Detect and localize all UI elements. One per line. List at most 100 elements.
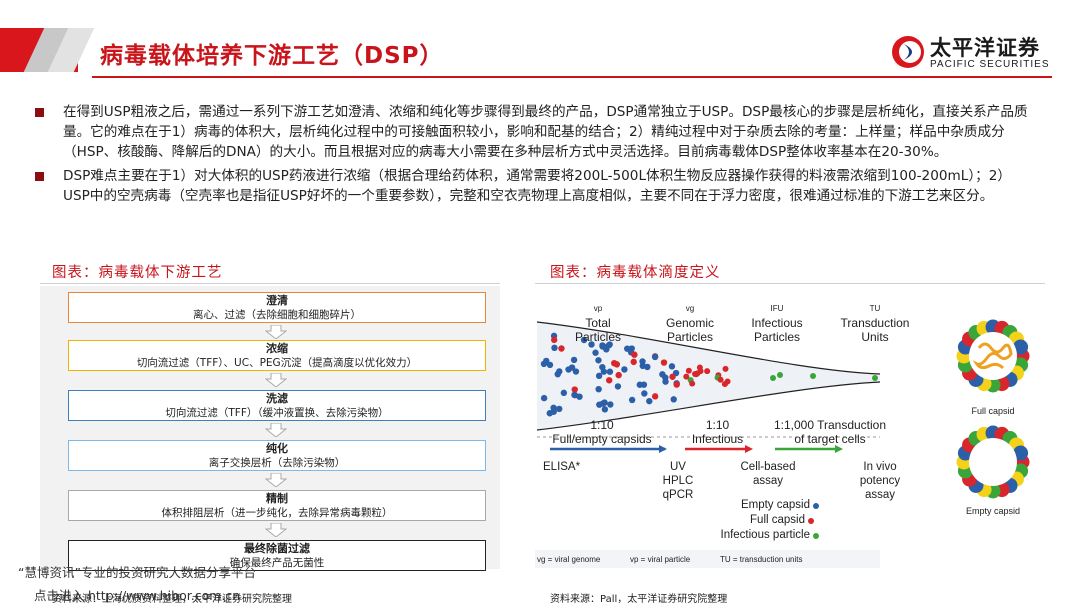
empty-capsid-illustration <box>956 425 1030 499</box>
right-panel-source: 资料来源：Pall，太平洋证券研究院整理 <box>550 594 728 605</box>
particle-dot <box>592 349 599 356</box>
bullet-item: 在得到USP粗液之后，需通过一系列下游工艺如澄清、浓缩和纯化等步骤得到最终的产品… <box>35 102 1035 162</box>
flow-step-sterile-filtration: 最终除菌过滤 确保最终产品无菌性 <box>68 540 486 571</box>
particle-dot <box>810 373 816 379</box>
particle-dot <box>777 372 783 378</box>
flow-step-title: 纯化 <box>266 442 288 455</box>
particle-dot <box>631 351 638 358</box>
particle-dot <box>558 345 565 352</box>
particle-dot <box>630 358 637 366</box>
particle-dot <box>704 368 711 375</box>
company-logo: 太平洋证券 PACIFIC SECURITIES <box>890 32 1065 72</box>
capsid-subunit <box>1013 445 1029 461</box>
particle-dot <box>596 401 603 408</box>
flow-step-title: 洗滤 <box>266 392 288 405</box>
particle-dot <box>571 386 578 393</box>
particle-dot <box>717 376 724 383</box>
dsp-flowchart: 澄清 离心、过滤（去除细胞和细胞碎片） 浓缩 切向流过滤（TFF）、UC、PEG… <box>40 286 500 571</box>
bullet-text: 在得到USP粗液之后，需通过一系列下游工艺如澄清、浓缩和纯化等步骤得到最终的产品… <box>63 104 1028 160</box>
particle-dot <box>571 391 578 399</box>
capsid-subunit <box>1013 339 1029 355</box>
logo-en-text: PACIFIC SECURITIES <box>930 59 1050 70</box>
particle-dot <box>683 373 690 380</box>
particle-dot <box>615 371 622 379</box>
particle-dot <box>611 359 618 367</box>
particle-dot <box>770 375 776 381</box>
particle-dot <box>595 357 602 364</box>
particle-dot <box>551 344 558 352</box>
flow-step-title: 浓缩 <box>266 342 288 355</box>
particle-dot <box>540 394 548 402</box>
particle-dot <box>673 381 680 388</box>
particle-dot <box>554 370 561 378</box>
assay-label: ELISA* <box>543 461 581 473</box>
bullet-text: DSP难点主要在于1）对大体积的USP药液进行浓缩（根据合理给药体积，通常需要将… <box>63 168 1011 204</box>
particle-dot <box>605 342 613 349</box>
col-abbr: vp <box>593 304 603 313</box>
particle-dot <box>550 336 558 344</box>
particle-dot <box>724 378 731 385</box>
particle-dot <box>546 361 554 369</box>
bullet-square-icon <box>35 172 44 181</box>
particle-dot <box>588 341 595 348</box>
particle-dot <box>641 390 648 397</box>
particle-dot <box>694 370 701 377</box>
company-logo-icon <box>892 36 924 68</box>
particle-dot <box>669 373 676 380</box>
right-panel-title: 图表：病毒载体滴度定义 <box>550 265 721 281</box>
particle-dot <box>614 383 622 390</box>
empty-capsid-label: Empty capsid <box>965 506 1021 516</box>
col-abbr: TU <box>869 304 881 313</box>
flow-step-desc: 体积排阻层析（进一步纯化，去除异常病毒颗粒） <box>161 507 393 519</box>
flow-step-polishing: 精制 体积排阻层析（进一步纯化，去除异常病毒颗粒） <box>68 490 486 521</box>
particle-dot <box>568 364 576 371</box>
particle-dot <box>550 408 557 415</box>
particle-dot <box>580 336 588 344</box>
right-panel-divider <box>535 283 1045 284</box>
particle-dot <box>668 363 676 370</box>
particle-dot <box>651 353 659 361</box>
particle-dot <box>689 380 696 387</box>
title-underline <box>92 76 1052 78</box>
bullet-square-icon <box>35 108 44 117</box>
particle-dot <box>607 401 614 408</box>
watermark-link[interactable]: 点击进入 http://www.hibor.com.cn <box>34 588 241 603</box>
down-arrow-icon <box>265 423 287 437</box>
full-capsid-illustration <box>956 319 1030 393</box>
flow-step-desc: 确保最终产品无菌性 <box>229 557 325 569</box>
flow-step-desc: 离心、过滤（去除细胞和细胞碎片） <box>193 309 361 321</box>
logo-cn-text: 太平洋证券 <box>930 36 1040 60</box>
legend-full-capsid: Full capsid <box>750 514 805 526</box>
particle-dot <box>660 359 668 366</box>
particle-dot <box>599 363 606 371</box>
particle-dot <box>556 405 563 413</box>
particle-dot <box>595 385 602 393</box>
flow-step-clarification: 澄清 离心、过滤（去除细胞和细胞碎片） <box>68 292 486 323</box>
particle-dot <box>639 362 646 370</box>
bullet-list: 在得到USP粗液之后，需通过一系列下游工艺如澄清、浓缩和纯化等步骤得到最终的产品… <box>35 102 1035 206</box>
particle-dot <box>540 360 548 368</box>
particle-dot <box>628 396 636 404</box>
flow-step-title: 精制 <box>266 492 288 505</box>
flow-step-desc: 切向流过滤（TFF）、UC、PEG沉淀（提高滴度以优化效力） <box>136 357 418 369</box>
full-capsid-label: Full capsid <box>971 406 1015 416</box>
flow-step-diafiltration: 洗滤 切向流过滤（TFF）（缓冲液置换、去除污染物） <box>68 390 486 421</box>
particle-dot <box>621 366 628 373</box>
page-title: 病毒载体培养下游工艺（DSP） <box>100 43 444 69</box>
particle-dot <box>670 396 677 403</box>
particle-dot <box>599 342 606 349</box>
particle-dot <box>624 345 631 352</box>
particle-dot <box>601 406 609 413</box>
particle-dot <box>636 381 643 388</box>
particle-dot <box>651 393 659 400</box>
particle-dot <box>685 367 692 374</box>
